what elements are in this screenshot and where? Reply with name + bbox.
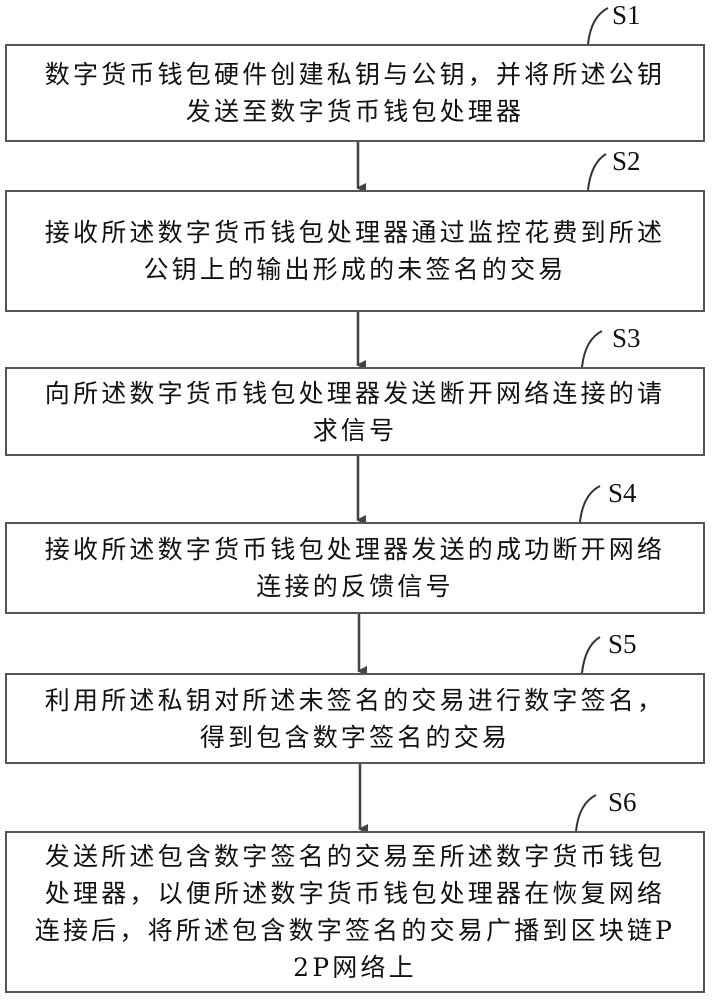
step-box-s4: 接收所述数字货币钱包处理器发送的成功断开网络 连接的反馈信号 (5, 522, 705, 614)
leader-s6 (575, 794, 597, 832)
leader-s2 (587, 153, 607, 191)
step-text-line: 连接后，将所述包含数字签名的交易广播到区块链P (34, 916, 676, 945)
step-label-s5: S5 (608, 629, 637, 659)
step-text-line: 接收所述数字货币钱包处理器发送的成功断开网络 (44, 535, 666, 564)
step-box-s5: 利用所述私钥对所述未签名的交易进行数字签名， 得到包含数字签名的交易 (5, 673, 705, 764)
step-label-s4: S4 (608, 478, 637, 508)
step-text-line: 发送至数字货币钱包处理器 (185, 97, 525, 126)
step-box-s3: 向所述数字货币钱包处理器发送断开网络连接的请 求信号 (5, 367, 705, 456)
step-label-s3: S3 (612, 323, 641, 353)
leader-s5 (581, 636, 601, 674)
step-box-s6: 发送所述包含数字签名的交易至所述数字货币钱包 处理器，以便所述数字货币钱包处理器… (5, 831, 705, 993)
leader-s1 (587, 7, 609, 45)
step-label-s1: S1 (612, 0, 641, 30)
step-label-s6: S6 (608, 787, 637, 817)
step-text-line: 利用所述私钥对所述未签名的交易进行数字签名， (44, 685, 666, 715)
step-text-line: 连接的反馈信号 (256, 572, 454, 601)
step-text-line: 处理器，以便所述数字货币钱包处理器在恢复网络 (44, 879, 666, 908)
step-text-line: 数字货币钱包硬件创建私钥与公钥，并将所述公钥 (44, 60, 666, 89)
step-text-line: 2P网络上 (293, 953, 417, 982)
step-text-line: 发送所述包含数字签名的交易至所述数字货币钱包 (44, 842, 666, 871)
step-text-line: 公钥上的输出形成的未签名的交易 (143, 255, 567, 284)
step-label-s2: S2 (612, 146, 641, 176)
step-box-s2: 接收所述数字货币钱包处理器通过监控花费到所述 公钥上的输出形成的未签名的交易 (5, 190, 705, 312)
leader-s3 (581, 330, 603, 368)
step-text-line: 向所述数字货币钱包处理器发送断开网络连接的请 (44, 378, 666, 408)
step-box-s1: 数字货币钱包硬件创建私钥与公钥，并将所述公钥 发送至数字货币钱包处理器 (5, 44, 705, 142)
step-text-line: 得到包含数字签名的交易 (199, 722, 511, 752)
leader-s4 (579, 485, 601, 523)
step-text-line: 求信号 (312, 415, 398, 445)
step-text-line: 接收所述数字货币钱包处理器通过监控花费到所述 (44, 218, 666, 247)
